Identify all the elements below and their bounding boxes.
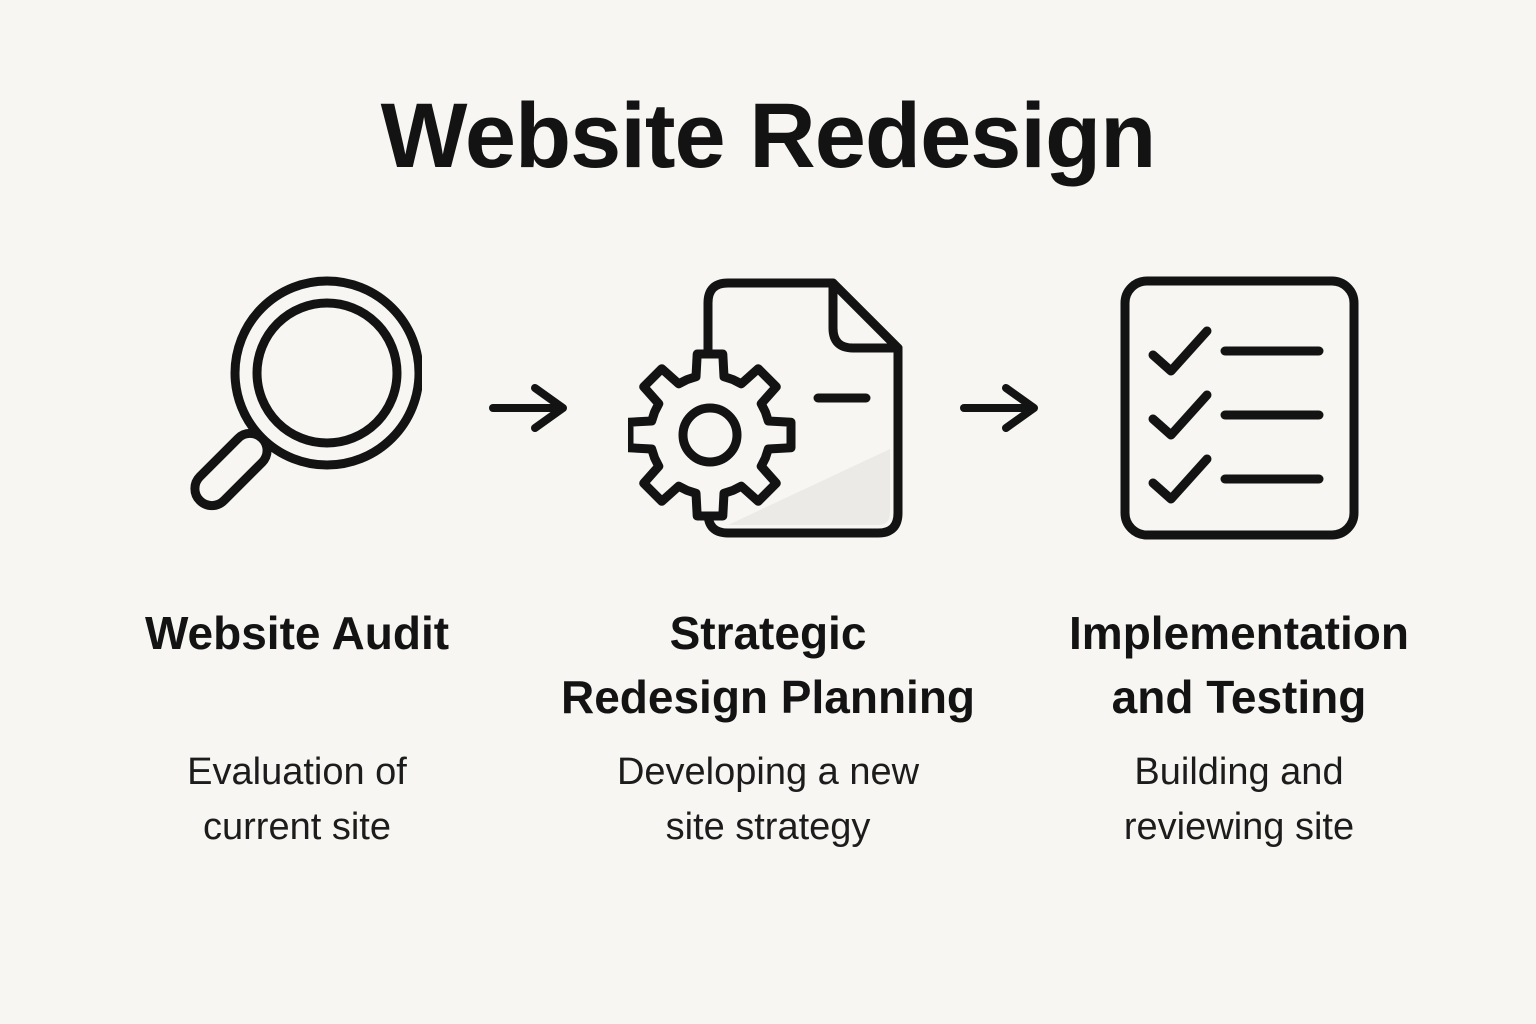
process-flow: Website Audit Evaluation of current site: [107, 273, 1429, 855]
gear-document-icon: [628, 273, 908, 543]
checklist-icon: [1117, 273, 1362, 543]
step-description: Building and reviewing site: [1123, 750, 1355, 848]
step-title: Implementation and Testing: [1069, 606, 1409, 723]
arrow-right-icon: [487, 273, 578, 543]
step-implementation-and-testing: Implementation and Testing Building and …: [1049, 273, 1429, 855]
arrow-right-icon: [958, 273, 1049, 543]
step-title: Strategic Redesign Planning: [560, 606, 976, 723]
step-description: Developing a new site strategy: [616, 750, 920, 848]
page-title: Website Redesign: [380, 85, 1157, 187]
magnifier-icon: [172, 273, 422, 543]
step-description: Evaluation of current site: [187, 750, 407, 848]
step-website-audit: Website Audit Evaluation of current site: [107, 273, 487, 855]
step-strategic-redesign-planning: Strategic Redesign Planning Developing a…: [561, 273, 975, 855]
step-title: Website Audit: [144, 606, 450, 659]
